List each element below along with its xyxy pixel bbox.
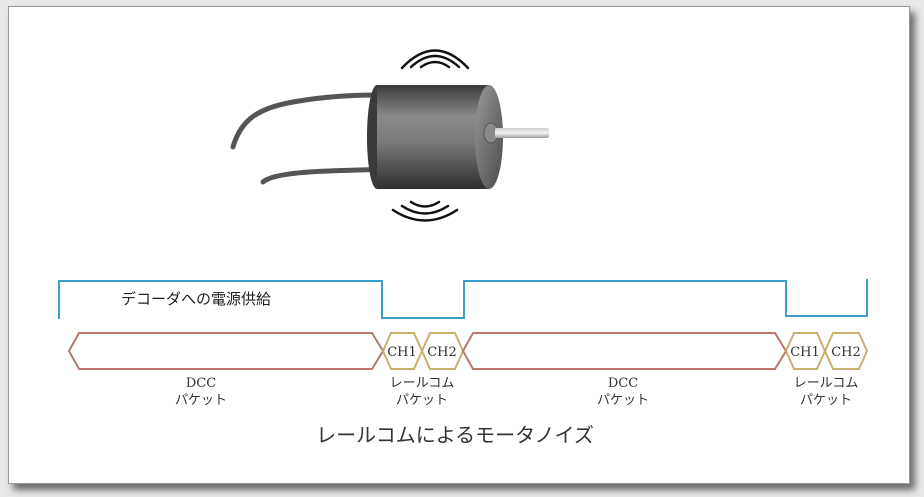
dcc-packet-2-label-line2: パケット [597,393,649,408]
railcom-ch2-label-2: CH2 [831,345,861,360]
power-supply-label: デコーダへの電源供給 [121,290,271,308]
vibration-icon-bottom [391,200,459,222]
diagram-canvas: デコーダへの電源供給 CH1 CH2 CH1 CH2 DCC パケット レールコ… [58,49,869,447]
motor-wire-bottom [260,166,384,185]
vibration-icon-top [400,49,470,70]
motor-shaft [495,128,549,138]
motor-wire-top [230,92,380,150]
railcom-ch1-label-2: CH1 [790,345,820,360]
motor-illustration [230,85,549,189]
power-supply-line [58,279,868,319]
dcc-packet-1 [67,332,385,370]
railcom-packet-1-label-line1: レールコム [390,376,455,391]
dcc-packet-1-label-line1: DCC [186,376,216,391]
dcc-packet-2 [461,332,788,370]
railcom-packet-2-label-line2: パケット [800,393,852,408]
dcc-packet-2-label-line1: DCC [608,376,638,391]
diagram-caption: レールコムによるモータノイズ [316,423,594,447]
dcc-packet-1-label-line2: パケット [175,393,227,408]
railcom-ch2-label-1: CH2 [427,345,457,360]
railcom-ch1-label-1: CH1 [387,345,417,360]
motor-body [377,85,489,189]
railcom-packet-1-label-line2: パケット [396,393,448,408]
railcom-ch2-shape-2 [823,332,869,370]
diagram-frame: デコーダへの電源供給 CH1 CH2 CH1 CH2 DCC パケット レールコ… [8,6,910,484]
railcom-packet-2-label-line1: レールコム [794,376,859,391]
